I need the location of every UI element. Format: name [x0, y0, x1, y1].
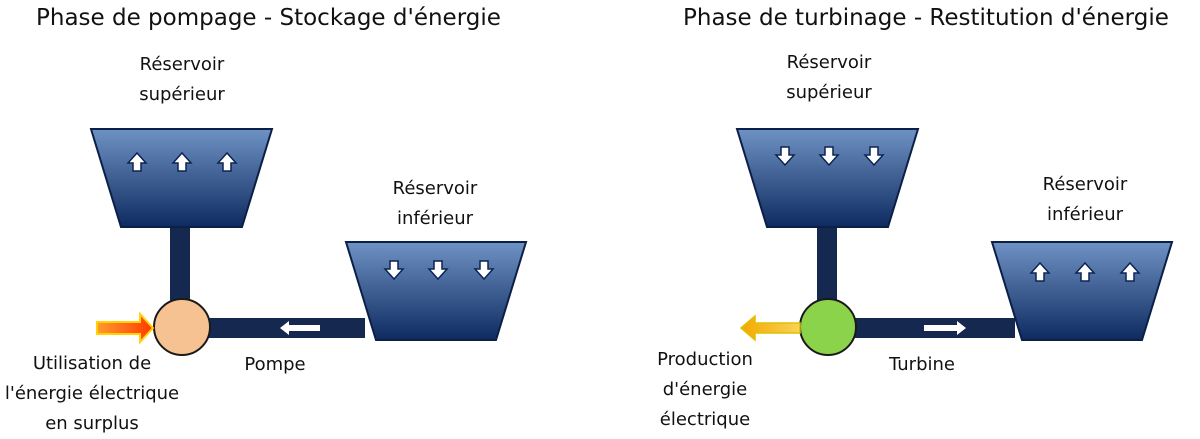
pumping-title: Phase de pompage - Stockage d'énergie	[36, 5, 501, 31]
pumping-lower-reservoir-line-1: Réservoir	[392, 178, 478, 199]
pumping-pipe-flow-arrow	[280, 321, 320, 335]
generating-energy-line-3: électrique	[659, 409, 751, 430]
pumping-energy-line-1: Utilisation de	[32, 353, 152, 374]
pumping-diagram	[89, 128, 528, 356]
turbine-machine	[799, 298, 857, 356]
pumping-vertical-pipe	[170, 222, 190, 302]
generating-upper-reservoir-line-2: supérieur	[786, 82, 872, 103]
generating-energy-line-1: Production	[657, 349, 753, 370]
pumping-energy-line-2: l'énergie électrique	[4, 383, 180, 404]
generating-upper-reservoir-label: Réservoir supérieur	[769, 48, 889, 108]
pumping-upper-reservoir	[89, 128, 274, 228]
pumping-lower-reservoir-line-2: inférieur	[396, 208, 474, 229]
generating-pipe-flow-arrow	[924, 321, 966, 335]
generating-energy-line-2: d'énergie	[662, 379, 748, 400]
generating-lower-reservoir-line-2: inférieur	[1046, 204, 1124, 225]
pumping-energy-label: Utilisation de l'énergie électrique en s…	[0, 349, 184, 439]
generating-upper-reservoir	[735, 128, 920, 228]
pumping-upper-reservoir-line-1: Réservoir	[139, 54, 225, 75]
pumping-energy-input-arrow	[96, 311, 155, 345]
turbine-label: Turbine	[889, 354, 955, 375]
generating-lower-reservoir-line-1: Réservoir	[1042, 174, 1128, 195]
pumping-upper-reservoir-line-2: supérieur	[139, 84, 225, 105]
generating-upper-reservoir-line-1: Réservoir	[786, 52, 872, 73]
pumping-lower-reservoir	[344, 241, 528, 341]
generating-lower-reservoir	[990, 241, 1174, 341]
pumping-lower-reservoir-label: Réservoir inférieur	[375, 174, 495, 234]
generating-diagram	[735, 128, 1174, 356]
pump-machine	[153, 298, 211, 356]
pumping-upper-reservoir-label: Réservoir supérieur	[122, 50, 242, 110]
generating-lower-reservoir-label: Réservoir inférieur	[1025, 170, 1145, 230]
generating-vertical-pipe	[817, 222, 837, 302]
generating-energy-output-arrow	[739, 314, 801, 342]
generating-title: Phase de turbinage - Restitution d'énerg…	[683, 5, 1169, 31]
pump-label: Pompe	[244, 354, 306, 375]
pumping-energy-line-3: en surplus	[45, 413, 139, 434]
generating-energy-label: Production d'énergie électrique	[645, 345, 765, 435]
